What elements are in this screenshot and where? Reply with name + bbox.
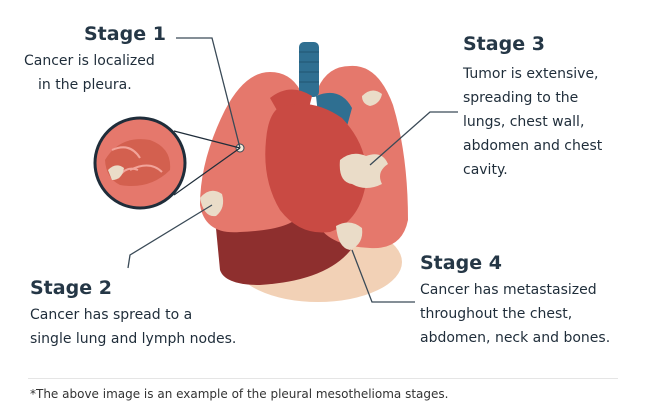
stage4-block: Stage 4 Cancer has metastasized througho… [420,252,645,350]
stage4-line-2: throughout the chest, [420,306,573,322]
stage3-description: Tumor is extensive, spreading to the lun… [463,62,633,182]
stage3-title: Stage 3 [463,33,545,55]
footnote: *The above image is an example of the pl… [30,387,449,401]
stage4-description: Cancer has metastasized throughout the c… [420,278,645,350]
stage2-callout-line [127,204,213,269]
stage4-line-3: abdomen, neck and bones. [420,330,611,346]
heart [265,103,367,233]
stage2-title: Stage 2 [30,277,112,299]
stage4-line-1: Cancer has metastasized [420,282,597,298]
stage3-tumor-patch [339,153,388,188]
stage3-line-5: cavity. [463,162,508,178]
stage3-tumor-patch-upper [362,90,382,106]
stage1-line-2: in the pleura. [38,77,132,93]
footnote-divider [28,378,618,379]
stage3-line-1: Tumor is extensive, [463,66,599,82]
pleura-magnifier [93,116,241,210]
stage1-block: Stage 1 Cancer is localized in the pleur… [24,23,194,97]
stage2-description: Cancer has spread to a single lung and l… [30,303,270,351]
stage1-line-1: Cancer is localized [24,53,155,69]
stage4-title: Stage 4 [420,252,502,274]
stage2-tumor-patch [200,190,224,217]
stage2-block: Stage 2 Cancer has spread to a single lu… [30,277,270,351]
stage2-line-2: single lung and lymph nodes. [30,331,237,347]
stage3-line-4: abdomen and chest [463,138,603,154]
stage3-callout-line [369,111,458,166]
stage4-tumor-patch [336,222,363,250]
stage1-description: Cancer is localized in the pleura. [24,49,194,97]
stage1-title: Stage 1 [84,23,166,45]
trachea [299,42,319,97]
stage4-callout-line [351,249,415,303]
stage3-line-3: lungs, chest wall, [463,114,585,130]
stage1-callout-line [176,37,241,149]
stage2-line-1: Cancer has spread to a [30,307,193,323]
stage3-line-2: spreading to the [463,90,579,106]
stage3-block: Stage 3 Tumor is extensive, spreading to… [463,33,633,182]
